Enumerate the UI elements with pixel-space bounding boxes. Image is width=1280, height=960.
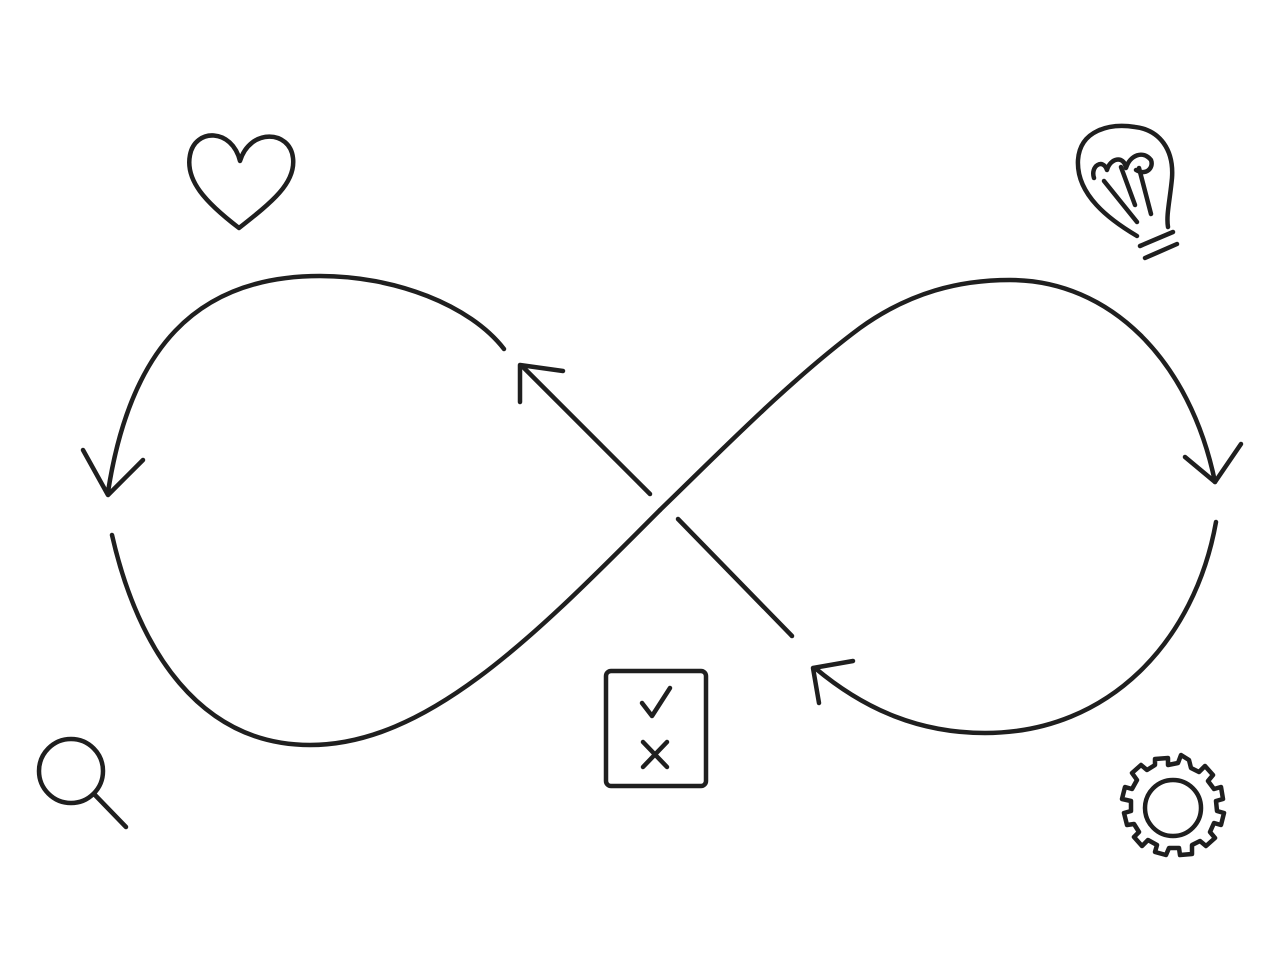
gear-icon <box>1119 752 1227 858</box>
loop-cross-arrowhead <box>517 362 566 405</box>
lightbulb-icon <box>1075 123 1180 261</box>
loop-right-bottom-arrowhead <box>810 658 856 706</box>
loop-cross-up-left-lower <box>675 516 795 639</box>
loop-left-bottom-arc <box>109 507 663 748</box>
loop-cross-up-right <box>657 277 1218 513</box>
magnifier-icon <box>36 736 129 830</box>
heart-icon <box>186 133 296 231</box>
loop-left-arrowhead <box>80 447 146 498</box>
loop-right-bottom-arc <box>812 519 1219 736</box>
checklist-icon <box>603 668 709 789</box>
loop-strokes <box>80 273 1244 748</box>
loop-right-arrowhead <box>1182 441 1244 485</box>
loop-cross-up-left-upper <box>519 363 653 497</box>
loop-left-top-arc <box>105 273 507 495</box>
